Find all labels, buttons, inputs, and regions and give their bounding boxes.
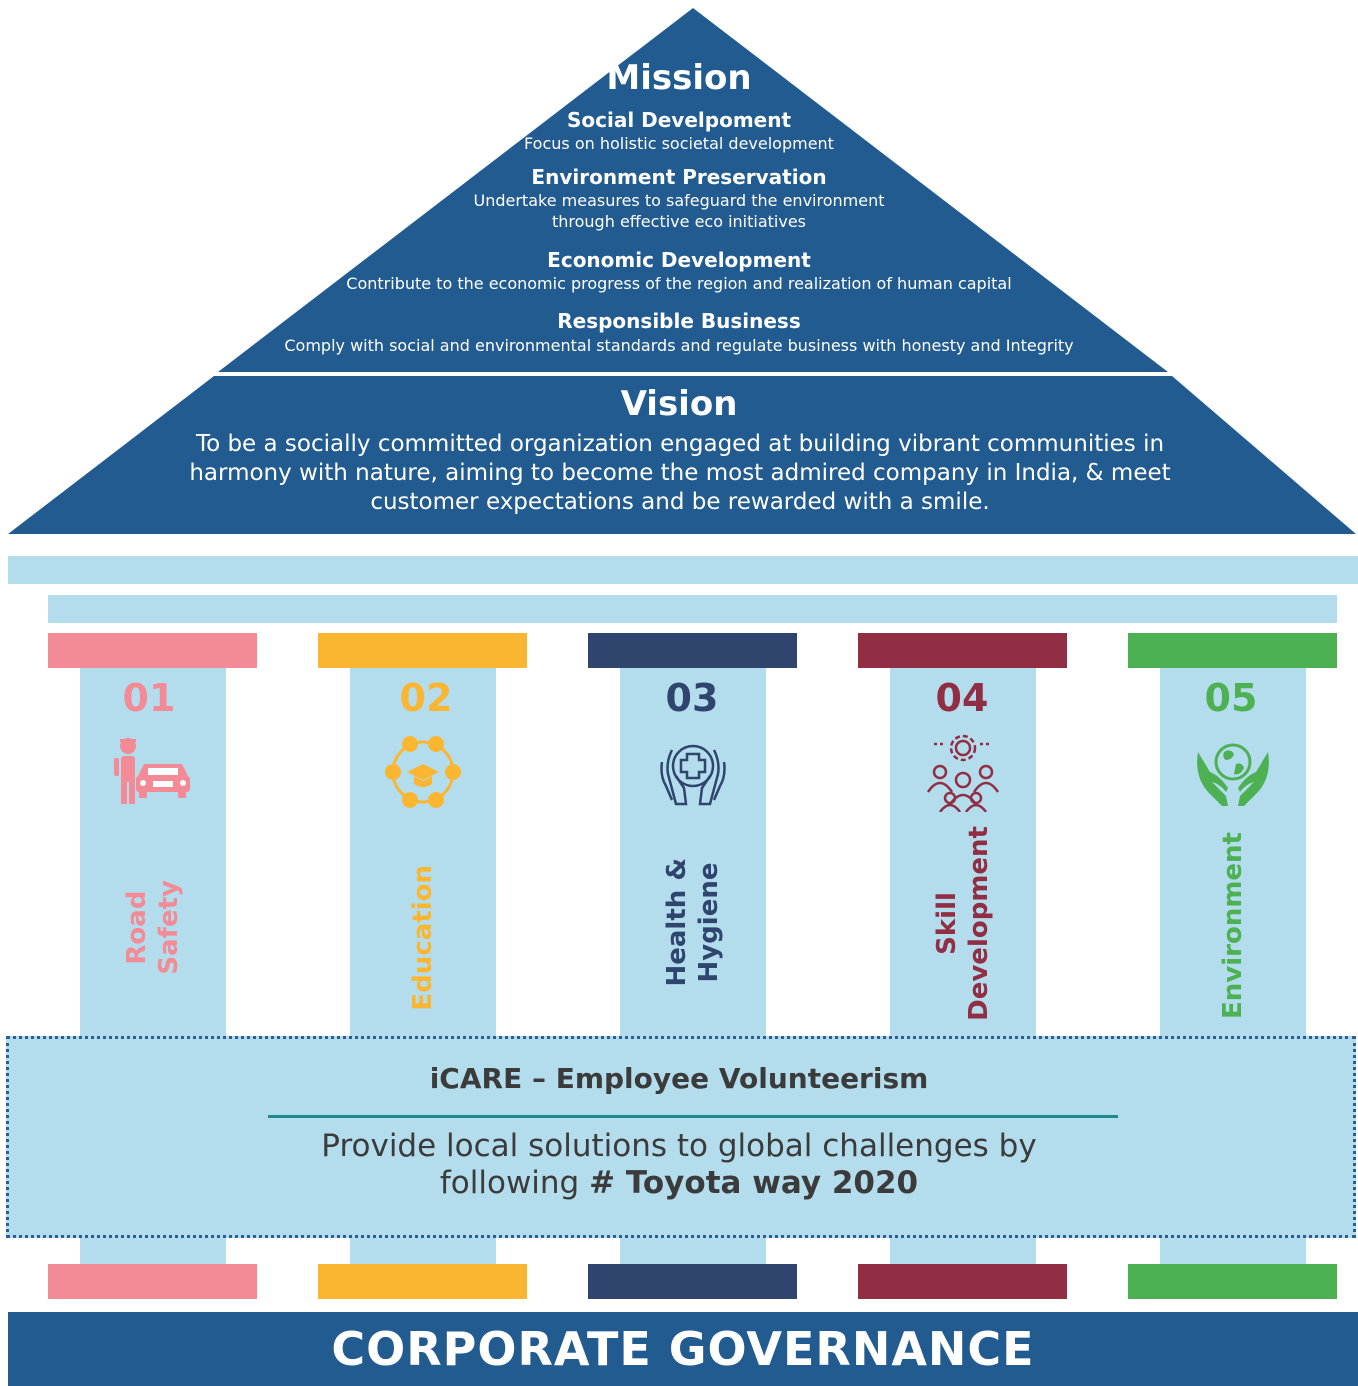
mission-item-heading: Responsible Business [557,309,801,333]
mission-title: Mission [606,58,752,98]
roof [8,8,1356,534]
mission-item-heading: Social Develpoment [566,108,792,132]
vision-desc: To be a socially committed organization … [189,431,1171,515]
pillar-capital [858,633,1067,668]
corporate-governance-foundation: CORPORATE GOVERNANCE [8,1312,1358,1386]
pillar-number: 02 [399,676,453,720]
pillar-base [48,1264,257,1299]
pillar-capital [48,633,257,668]
skill-development-icon [890,732,1036,812]
pillar-number: 01 [122,676,176,720]
pillar-capital [1128,633,1337,668]
pillar-capital [318,633,527,668]
mission-triangle [218,8,1168,372]
mission-item-desc: Contribute to the economic progress of t… [346,274,1012,293]
health-hygiene-icon [620,732,766,812]
education-icon [350,732,496,812]
pillar-label-container: Education [350,830,496,1045]
pillar-label: Road Safety [122,880,184,975]
icare-title: iCARE – Employee Volunteerism [429,1062,929,1095]
pillar-label-container: Skill Development [890,816,1036,1031]
pillar-number: 03 [665,676,719,720]
icare-hashtag: # Toyota way 2020 [589,1165,919,1201]
pillar-label-container: Environment [1160,818,1306,1033]
mission-item-heading: Environment Preservation [531,165,827,189]
pillar-base [318,1264,527,1299]
pillar-label-container: Health & Hygiene [620,815,766,1030]
icare-desc-line1: Provide local solutions to global challe… [321,1128,1037,1164]
icare-desc-line2-prefix: following [439,1165,590,1201]
pillar-capital [588,633,797,668]
vision-title: Vision [620,384,738,424]
icare-desc-line2: following # Toyota way 2020 [0,1165,1358,1202]
pillar-base [588,1264,797,1299]
pillar-label: Education [408,864,438,1011]
vision-band [8,376,1356,534]
entablature-top [8,556,1358,584]
pillar-number: 05 [1204,676,1258,720]
pillar-base [1128,1264,1337,1299]
mission-item-desc: Undertake measures to safeguard the envi… [473,191,885,231]
environment-icon [1160,732,1306,812]
icare-desc: Provide local solutions to global challe… [0,1128,1358,1202]
pillar-number: 04 [935,676,989,720]
pillar-label: Health & Hygiene [662,858,724,987]
corporate-governance-label: CORPORATE GOVERNANCE [331,1322,1035,1376]
mission-item-heading: Economic Development [547,248,811,272]
icare-divider [268,1115,1118,1118]
road-safety-icon [80,732,226,812]
mission-item-desc: Focus on holistic societal development [524,134,834,153]
pillar-base [858,1264,1067,1299]
pillar-label-container: Road Safety [80,820,226,1035]
mission-item-desc: Comply with social and environmental sta… [284,336,1074,355]
pillar-label: Environment [1218,832,1248,1019]
icare-panel [6,1036,1356,1238]
pillar-label: Skill Development [932,826,994,1021]
entablature-bottom [48,595,1337,623]
